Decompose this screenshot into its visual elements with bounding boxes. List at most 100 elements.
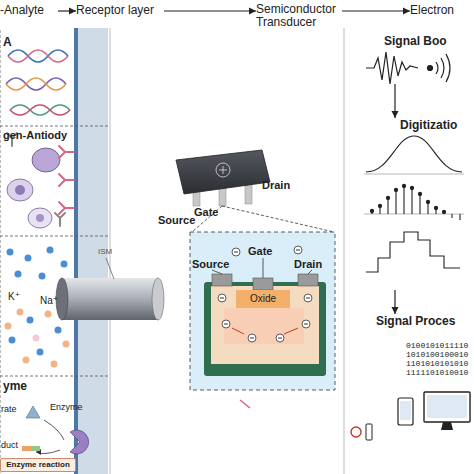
node-text: -Analyte [0,3,58,17]
panel-separator [0,30,1,474]
antigen-cell [7,148,60,228]
dna-helix [8,50,68,62]
signal-waveform [428,66,433,71]
ion-particle [39,273,46,280]
chip-package [176,150,270,194]
stage-box: Signal Boo [378,34,474,84]
chip-package [245,184,252,204]
digitized-signal [366,136,462,172]
transistor-section [302,320,310,328]
digitized-signal [434,206,437,209]
transistor-section [190,232,335,408]
node-text: gen-Antiody [3,129,69,142]
digitized-signal [366,232,460,272]
ion-particle [27,317,34,324]
dna-helix [10,105,70,115]
digitized-signal [372,186,460,220]
transistor-section [211,286,319,364]
part-label: duct [1,441,18,450]
node-text: Receptor layer [76,3,164,17]
stage-box: Digitizatio [362,118,474,290]
zoom-line [222,206,334,232]
transistor-section [240,400,250,408]
device-icon [400,401,411,420]
part-label: Source [192,259,229,270]
stage-heading: Semiconductor Transducer [256,3,342,33]
part-label: Gate [248,246,272,257]
digitized-signal [364,174,464,175]
transistor-section [218,294,226,302]
panel-separator [0,236,110,237]
node-text: Semiconductor Transducer [256,3,342,29]
part-label: Enzyme [50,403,83,412]
transistor-section [224,308,304,344]
device-icon [424,392,470,422]
transistor-section [263,258,264,278]
transistor-section [190,232,335,390]
dna-helix [6,78,66,90]
analyte-panel: A [0,34,72,126]
flow-arrow [58,10,76,11]
antibody-symbol [59,174,74,186]
part-label: Drain [294,259,322,270]
dna-helix [10,105,70,115]
binary-data: 1101010101010 [406,360,468,368]
flow-arrow [394,84,395,118]
oxide-region: Oxide [236,290,290,308]
analyte-panel: gen-Antiody [0,128,72,236]
node-text: Electron [410,3,474,17]
digitized-signal [370,209,373,212]
analyte-panel: ymeEnzyme reaction [0,378,72,474]
ion-particle [5,323,12,330]
transistor-section [212,274,232,286]
transistor-section [253,278,273,290]
enzyme-illustration [44,420,64,440]
chip-package [219,166,227,174]
node-text: Signal Proces [376,314,474,328]
ion-particle [55,327,62,334]
digitized-signal [410,186,413,189]
ism-cylinder [56,258,164,320]
transistor-section [232,328,298,334]
digitized-signal [418,192,421,195]
enzyme-illustration [70,430,89,454]
dna-helix [6,78,66,90]
ion-particle [5,247,70,368]
chip-package [216,163,230,177]
digitized-signal [386,196,389,199]
digitized-signal [364,214,464,215]
ion-particle [47,247,54,254]
flow-arrow [342,10,410,11]
digitized-signal [442,210,445,213]
part-label: K⁺ [8,292,20,302]
antigen-cell [7,179,33,201]
transistor-section [248,334,256,342]
signal-waveform [366,52,450,84]
antigen-cell [36,214,44,222]
part-label: Na⁺ [40,296,58,306]
transistor-section [276,334,284,342]
device-icon [351,427,361,437]
node-text: Oxide [236,290,290,308]
digitized-signal [402,184,405,187]
panel-separator [0,126,110,127]
stage-divider [110,28,344,474]
node-text: A [3,35,69,49]
part-label: Gate [194,207,218,218]
flow-arrow [164,10,256,11]
stage-box: Signal Proces [376,314,474,330]
binary-data: 1111101010010 [406,369,468,377]
ism-cylinder [106,258,114,279]
stage-divider [344,28,345,474]
transistor-section [222,320,230,328]
ism-cylinder [152,278,164,320]
zoom-line [192,206,222,232]
stage-heading: -Analyte [0,3,58,19]
panel-separator [0,376,110,377]
ion-particle [15,271,22,278]
antibody-symbol [55,213,65,226]
transistor-section [308,270,312,274]
signal-waveform [366,52,418,84]
